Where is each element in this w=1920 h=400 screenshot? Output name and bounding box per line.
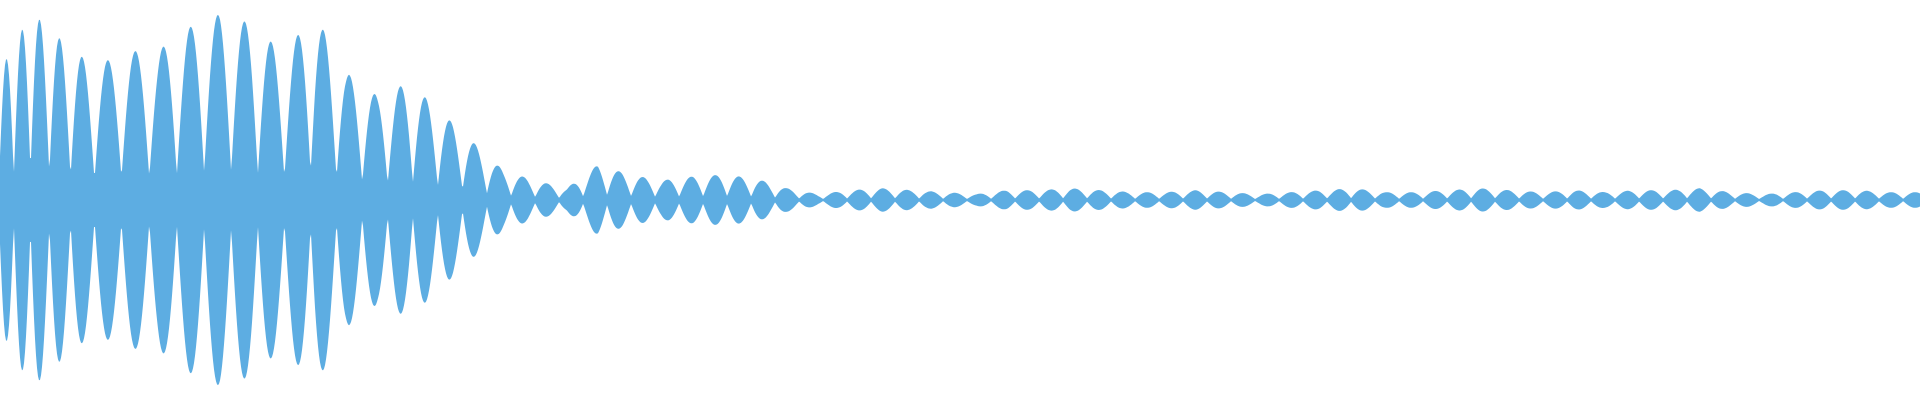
waveform-shape: [0, 14, 1920, 386]
